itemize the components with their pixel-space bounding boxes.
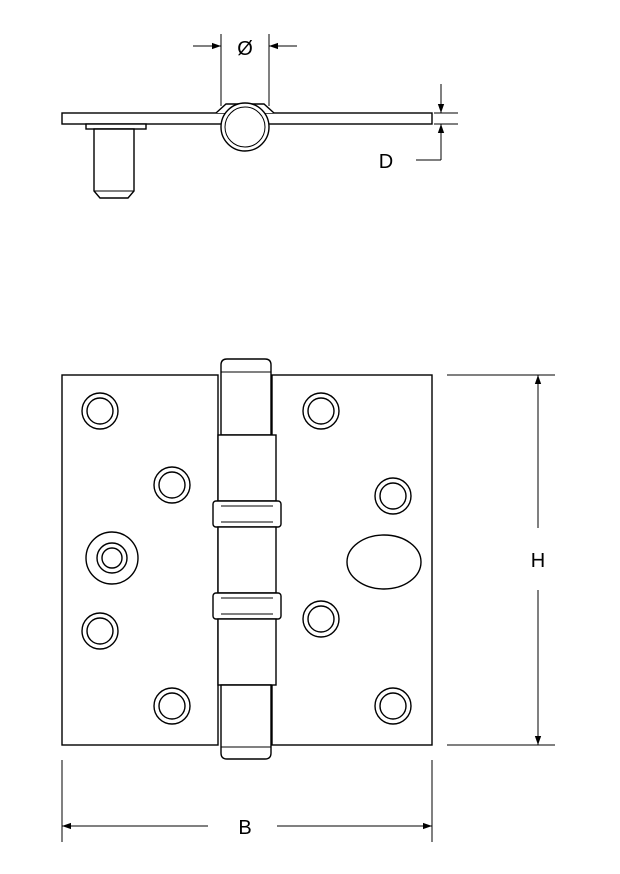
height-dimension: H [447,374,555,746]
hinge-front-view [61,358,433,760]
left-leaf [61,374,219,746]
security-stud [85,531,139,585]
left-leaf-screw-holes [81,392,191,725]
stud-pin [93,128,135,199]
width-dimension: B [61,760,433,842]
diameter-label: Ø [237,38,253,60]
thickness-label: D [379,151,393,173]
right-leaf [271,374,433,746]
knuckle-stack [212,358,282,760]
height-label: H [531,550,545,572]
width-label: B [238,817,251,839]
hinge-side-view [61,102,433,199]
diameter-dimension: Ø [193,34,297,106]
security-slot [346,534,422,590]
thickness-dimension: D [379,84,458,173]
stud-collar [85,123,147,130]
knuckle-barrel [220,102,270,152]
right-leaf-screw-holes [302,392,412,725]
